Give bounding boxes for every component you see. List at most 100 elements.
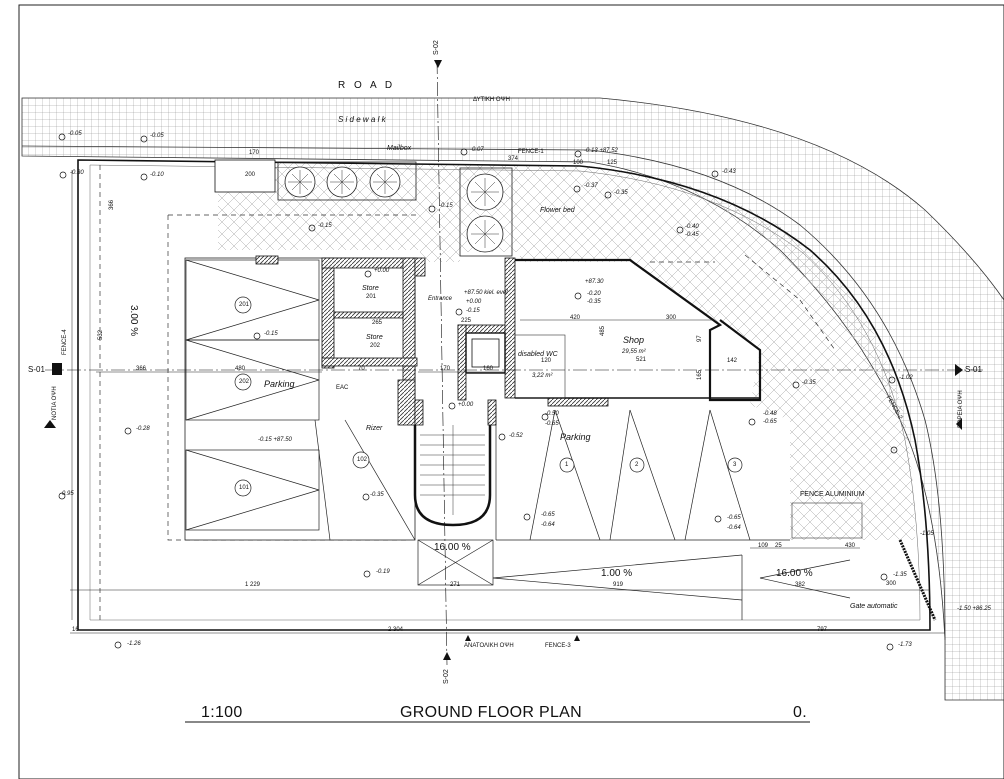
dim: 165	[697, 369, 703, 380]
fence1-label: FENCE-1	[518, 149, 544, 155]
dim: 521	[636, 357, 647, 363]
level: -0.65	[763, 419, 777, 425]
level: +87.50 kiel. evel	[464, 290, 508, 296]
dim: 109	[758, 543, 769, 549]
level: -0.65	[727, 515, 741, 521]
level: -0.20	[587, 291, 601, 297]
dim: 485	[600, 325, 606, 336]
fence3-label: FENCE-3	[545, 643, 571, 649]
level: -0.35	[614, 190, 628, 196]
wc-label: disabled WC	[518, 351, 558, 358]
site-boundary-inner	[89, 164, 921, 621]
level: +0.00	[374, 268, 390, 274]
elevator-shaft	[465, 332, 506, 374]
space-102: 102	[357, 457, 368, 463]
dim: 420	[570, 315, 581, 321]
level: -0.52	[509, 433, 523, 439]
ramps	[417, 539, 851, 620]
level: -0.10	[150, 172, 164, 178]
level: -0.64	[727, 525, 741, 531]
level: -0.19	[376, 569, 390, 575]
level: -0.40	[685, 224, 699, 230]
level: -0.35	[370, 492, 384, 498]
slope-left: 3.00 %	[128, 305, 139, 337]
level: -0.15	[264, 331, 278, 337]
dim: 225	[461, 318, 472, 324]
level: -0.28	[136, 426, 150, 432]
wc-area: 3,22 m²	[532, 373, 553, 379]
section-markers	[44, 60, 963, 660]
scale-label: 1:100	[201, 704, 243, 721]
gate-label: Gate automatic	[850, 603, 898, 610]
parking-stalls-right	[495, 405, 790, 541]
dim: 25	[775, 543, 782, 549]
sheet-frame	[18, 4, 1004, 779]
level: -0.07	[470, 147, 484, 153]
dim: 170	[440, 366, 451, 372]
stair-outline	[413, 425, 492, 527]
level: -1.73	[898, 642, 912, 648]
level: -0.15	[466, 308, 480, 314]
level: -0.37	[584, 183, 598, 189]
right-fence	[898, 539, 937, 621]
paved-area	[218, 162, 915, 540]
level: -0.43	[722, 169, 736, 175]
space-1: 1	[565, 462, 569, 468]
north-view-label: ΒΟΡΕΙΑ ΟΨΗ	[958, 390, 964, 428]
dim: 797	[817, 627, 828, 633]
store201-number: 201	[366, 294, 377, 300]
level: -0.64	[541, 522, 555, 528]
dim: 271	[450, 582, 461, 588]
section-line-s02	[436, 59, 448, 666]
level: -0.05	[68, 131, 82, 137]
dashed-offset	[99, 165, 836, 620]
dim: 120	[541, 358, 552, 364]
level: -1.35	[893, 572, 907, 578]
section-s01-left: S-01	[28, 365, 45, 374]
store202-name: Store	[366, 334, 383, 341]
eac-label: EAC	[336, 385, 349, 391]
level: -0.95	[60, 491, 74, 497]
parking-stalls-left	[185, 259, 416, 541]
level: +0.00	[466, 299, 482, 305]
space-202: 202	[239, 379, 250, 385]
space-2: 2	[635, 462, 639, 468]
west-view-label: ΔΥΤΙΚΗ ΟΨΗ	[473, 97, 510, 103]
dim: 1 229	[245, 582, 261, 588]
mailbox-label: Mailbox	[387, 145, 412, 152]
level: -0.45	[685, 232, 699, 238]
level: +0.00	[458, 402, 474, 408]
dim: 97	[697, 335, 703, 342]
dim: 200	[245, 172, 256, 178]
level: -0.15	[439, 203, 453, 209]
level: -1.05	[920, 531, 934, 537]
section-s01-right: S-01	[965, 365, 982, 374]
parking-left-label: Parking	[264, 379, 295, 389]
dim: 70	[358, 366, 365, 372]
level: -0.15 +87.50	[258, 437, 292, 443]
level: -0.65	[545, 421, 559, 427]
level: -1.50 +86.25	[957, 606, 991, 612]
level: -0.48	[763, 411, 777, 417]
level: -0.05	[150, 133, 164, 139]
level: -0.30	[70, 170, 84, 176]
store202-number: 202	[370, 343, 381, 349]
dim: 366	[109, 199, 115, 210]
dimension-lines	[70, 170, 945, 634]
dim: 300	[666, 315, 677, 321]
slope-ramp1: 16.00 %	[434, 542, 471, 553]
sidewalk-label: S i d e w a l k	[338, 115, 386, 124]
level: -1.26	[127, 641, 141, 647]
dim: 2 304	[388, 627, 404, 633]
core-walls	[214, 159, 609, 426]
flowerbed-label: Flower bed	[540, 207, 575, 214]
plan-title: GROUND FLOOR PLAN	[400, 704, 583, 721]
level: -0.15	[318, 223, 332, 229]
east-view-label: ΑΝΑΤΟΛΙΚΗ ΟΨΗ	[464, 643, 514, 649]
dim: 374	[508, 156, 519, 162]
dim: 265	[372, 320, 383, 326]
sidewalk-curb	[21, 145, 946, 641]
space-201: 201	[239, 302, 250, 308]
section-s02-bottom: S-02	[443, 669, 450, 684]
